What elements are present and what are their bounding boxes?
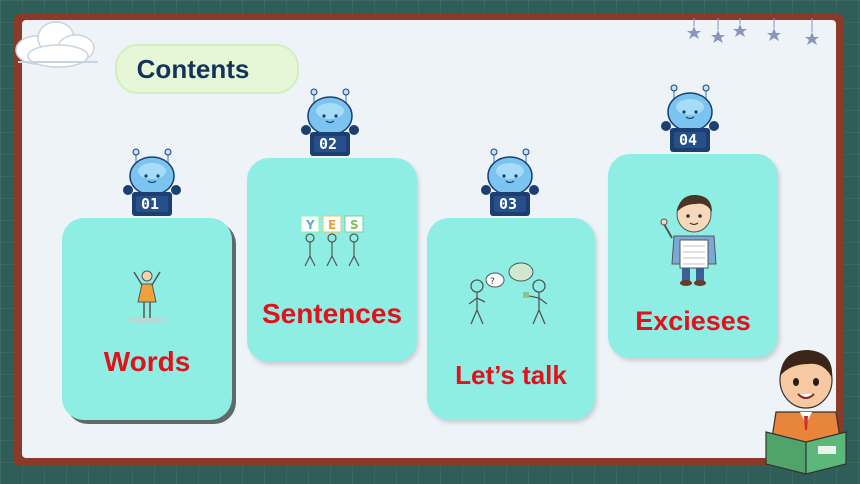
robot-04-icon: 04	[661, 84, 719, 152]
svg-text:E: E	[328, 218, 336, 232]
boy-reading-book-icon	[765, 350, 847, 475]
section-card-lets-talk[interactable]: ? Let’s talk	[427, 218, 595, 420]
section-label-sentences: Sentences	[261, 298, 403, 329]
section-card-sentences[interactable]: Y E S Sentences	[247, 158, 417, 362]
svg-text:?: ?	[490, 277, 495, 287]
robot-02-icon: 02	[301, 88, 359, 156]
section-label-lets-talk: Let’s talk	[455, 360, 567, 390]
page-title: Contents	[136, 53, 250, 84]
robot-number-03: 03	[499, 195, 517, 213]
svg-text:Y: Y	[305, 218, 315, 232]
section-card-words[interactable]: Words	[62, 218, 232, 420]
contents-title-pill: Contents	[115, 44, 299, 94]
yes-sign-people-icon: Y E S	[300, 215, 364, 267]
svg-text:S: S	[350, 218, 359, 232]
robot-number-04: 04	[679, 131, 697, 149]
section-label-exercises: Excieses	[635, 306, 751, 336]
dancing-girl-icon	[127, 270, 167, 323]
hanging-stars-icon	[687, 18, 819, 45]
talking-people-icon: ?	[468, 262, 548, 325]
boy-with-paper-icon	[660, 194, 717, 286]
section-label-words: Words	[103, 346, 191, 377]
robot-number-01: 01	[141, 195, 159, 213]
cloud-icon	[15, 21, 98, 68]
robot-01-icon: 01	[123, 148, 181, 216]
section-card-exercises[interactable]: Excieses	[608, 154, 778, 358]
robot-03-icon: 03	[481, 148, 539, 216]
robot-number-02: 02	[319, 135, 337, 153]
